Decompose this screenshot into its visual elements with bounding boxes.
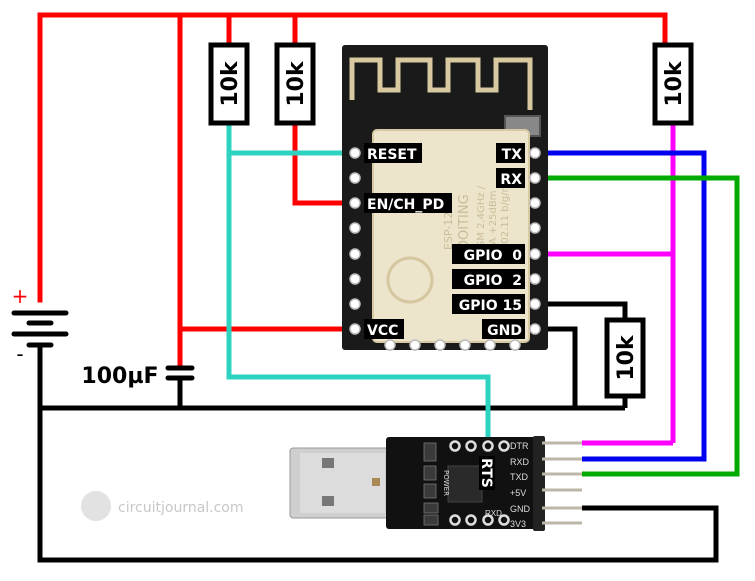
adapter-components bbox=[423, 442, 439, 526]
rts-label: RTS bbox=[478, 458, 494, 488]
rx-wire bbox=[540, 175, 740, 477]
pin-label-gpio15: GPIO 15 bbox=[459, 298, 522, 314]
capacitor-label: 100µF bbox=[81, 364, 158, 389]
shield-text-model: ESP-12F bbox=[442, 205, 455, 250]
esp-right-pin-labels: TX RX GPIO 0 GPIO 2 GPIO 15 GND bbox=[452, 143, 525, 339]
battery-minus-label: - bbox=[16, 342, 23, 366]
pin-label-rx: RX bbox=[500, 172, 522, 188]
adapter-label-5v: +5V bbox=[510, 488, 526, 498]
adapter-header bbox=[533, 436, 545, 531]
adapter-label-rxd: RXD bbox=[510, 457, 530, 467]
esp12f-module: ESP-12F DOITING ISM 2.4GHz / PA +25dBm 8… bbox=[342, 45, 548, 351]
watermark-text: circuitjournal.com bbox=[118, 500, 244, 516]
ground-main bbox=[37, 345, 719, 563]
battery-plus-label: + bbox=[12, 284, 29, 308]
pin-label-gnd: GND bbox=[487, 323, 522, 339]
adapter-chip bbox=[447, 465, 483, 503]
shield-text-pa: PA +25dBm bbox=[488, 191, 499, 250]
adapter-label-txd: TXD bbox=[510, 472, 529, 482]
shield-text-ism: ISM 2.4GHz / bbox=[476, 185, 487, 250]
power-en-wire bbox=[292, 120, 353, 206]
resistor-gpio15: 10k bbox=[604, 317, 646, 399]
usb-plug bbox=[289, 447, 391, 519]
watermark: circuitjournal.com bbox=[81, 491, 244, 521]
pin-label-vcc: VCC bbox=[367, 323, 398, 339]
tx-wire bbox=[540, 150, 707, 462]
shield-text-wifi: 802.11 b/g/n bbox=[500, 186, 511, 250]
power-top-rail bbox=[37, 12, 668, 303]
shield-logo bbox=[386, 256, 434, 304]
rts-wire bbox=[226, 153, 491, 440]
resistor-en-label: 10k bbox=[284, 60, 309, 107]
watermark-logo-icon bbox=[81, 491, 111, 521]
capacitor-symbol bbox=[165, 365, 195, 381]
pin-label-en: EN/CH_PD bbox=[367, 197, 444, 213]
pin-label-reset: RESET bbox=[367, 147, 417, 163]
adapter-label-gnd: GND bbox=[510, 504, 531, 514]
adapter-pin-labels: DTR RXD TXD +5V GND 3V3 RXD bbox=[485, 441, 531, 529]
reset-wires bbox=[226, 123, 491, 440]
resistor-reset: 10k bbox=[208, 42, 250, 126]
adapter-header-pins bbox=[542, 441, 582, 525]
resistor-gpio0-label: 10k bbox=[662, 60, 687, 107]
resistor-gpio0: 10k bbox=[652, 42, 694, 126]
reset-wire bbox=[226, 123, 350, 156]
adapter-power-label: POWER bbox=[442, 470, 450, 496]
pin-label-gpio2: GPIO 2 bbox=[464, 273, 522, 289]
resistor-reset-label: 10k bbox=[218, 60, 243, 107]
pin-label-gpio0: GPIO 0 bbox=[464, 248, 523, 264]
esp-left-pin-labels: RESET EN/CH_PD VCC bbox=[364, 143, 452, 339]
adapter-chip-label-rxd: RXD bbox=[485, 509, 502, 518]
resistor-en: 10k bbox=[274, 42, 316, 126]
battery-symbol bbox=[11, 310, 69, 348]
pin-label-tx: TX bbox=[502, 147, 523, 163]
adapter-holes bbox=[449, 440, 510, 526]
adapter-label-dtr: DTR bbox=[510, 441, 529, 451]
adapter-label-3v3: 3V3 bbox=[510, 519, 526, 529]
gpio15-wire bbox=[540, 301, 628, 320]
usb-ttl-adapter: POWER RTS DTR RXD TXD +5V GND 3V3 RXD bbox=[289, 436, 582, 531]
power-wires bbox=[37, 12, 668, 371]
ground-esp-wire bbox=[540, 326, 578, 408]
resistor-gpio15-label: 10k bbox=[614, 334, 639, 381]
antenna-trace bbox=[349, 57, 533, 110]
esp-pads bbox=[349, 147, 541, 351]
shield-text-brand: DOITING bbox=[457, 194, 472, 250]
